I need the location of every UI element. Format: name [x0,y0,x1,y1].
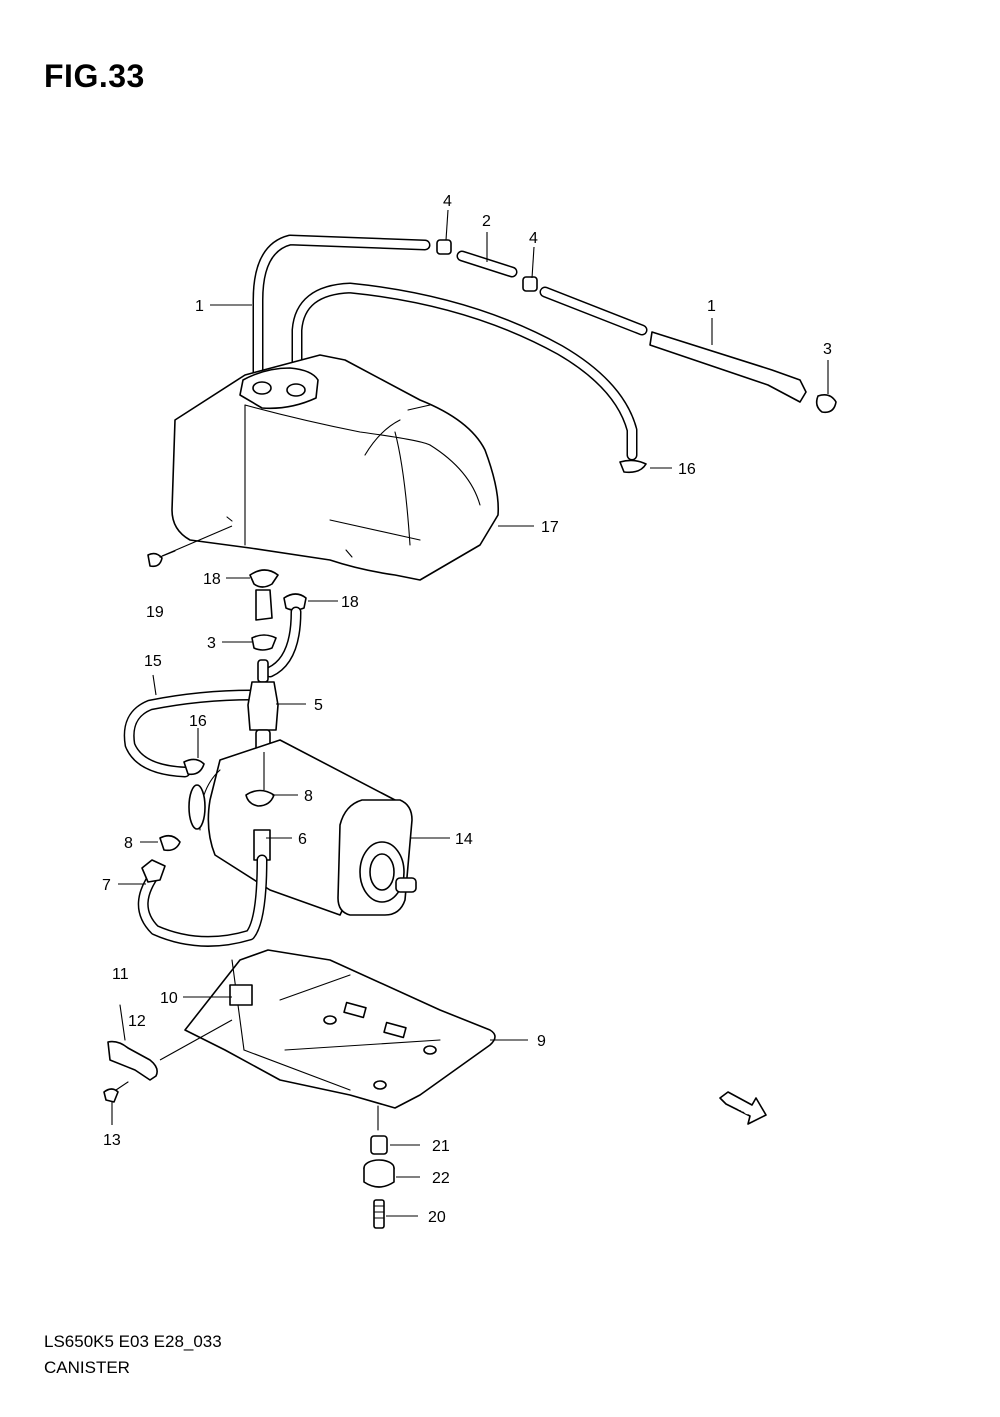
clamp-11-12 [103,1004,158,1103]
callout-18: 18 [203,571,221,588]
callout-20: 20 [428,1209,446,1226]
callout-9: 9 [537,1033,546,1050]
callout-10: 10 [160,990,178,1007]
callout-14: 14 [455,831,473,848]
callout-11: 11 [112,966,129,983]
callout-8: 8 [304,788,313,805]
fwd-arrow-icon: FWD [719,1091,767,1125]
clamp-and-pipe [137,789,275,947]
upper-hose-assembly [252,234,837,474]
screw-19 [147,550,176,568]
callout-21: 21 [432,1138,450,1155]
bracket-9 [184,949,496,1131]
callout-17: 17 [541,519,559,536]
callout-12: 12 [128,1013,146,1030]
callout-2: 2 [482,213,491,230]
callout-1: 1 [195,298,204,315]
callout-16: 16 [678,461,696,478]
callout-8: 8 [124,835,133,852]
callout-3: 3 [207,635,216,652]
callout-7: 7 [102,877,111,894]
callout-4: 4 [529,230,538,247]
callout-19: 19 [146,604,164,621]
callout-6: 6 [298,831,307,848]
leader-lines [111,209,829,1217]
callout-3: 3 [823,341,832,358]
callout-1: 1 [707,298,716,315]
valve-5 [247,659,279,751]
drawing-code: LS650K5 E03 E28_033 [44,1332,222,1351]
callout-16: 16 [189,713,207,730]
callout-5: 5 [314,697,323,714]
mount-hardware [363,1135,395,1229]
figure-title: FIG.33 [44,58,145,94]
drawing-name: CANISTER [44,1358,130,1377]
callout-22: 22 [432,1170,450,1187]
callout-18: 18 [341,594,359,611]
grommets-and-hoses [123,569,307,778]
callout-4: 4 [443,193,452,210]
canister-14 [188,739,417,916]
callout-15: 15 [144,653,162,670]
canister-cover [171,354,500,581]
callout-13: 13 [103,1132,121,1149]
callout-numbers: 1 1 2 3 3 4 4 5 6 7 8 8 9 10 11 12 13 14… [102,193,832,1226]
